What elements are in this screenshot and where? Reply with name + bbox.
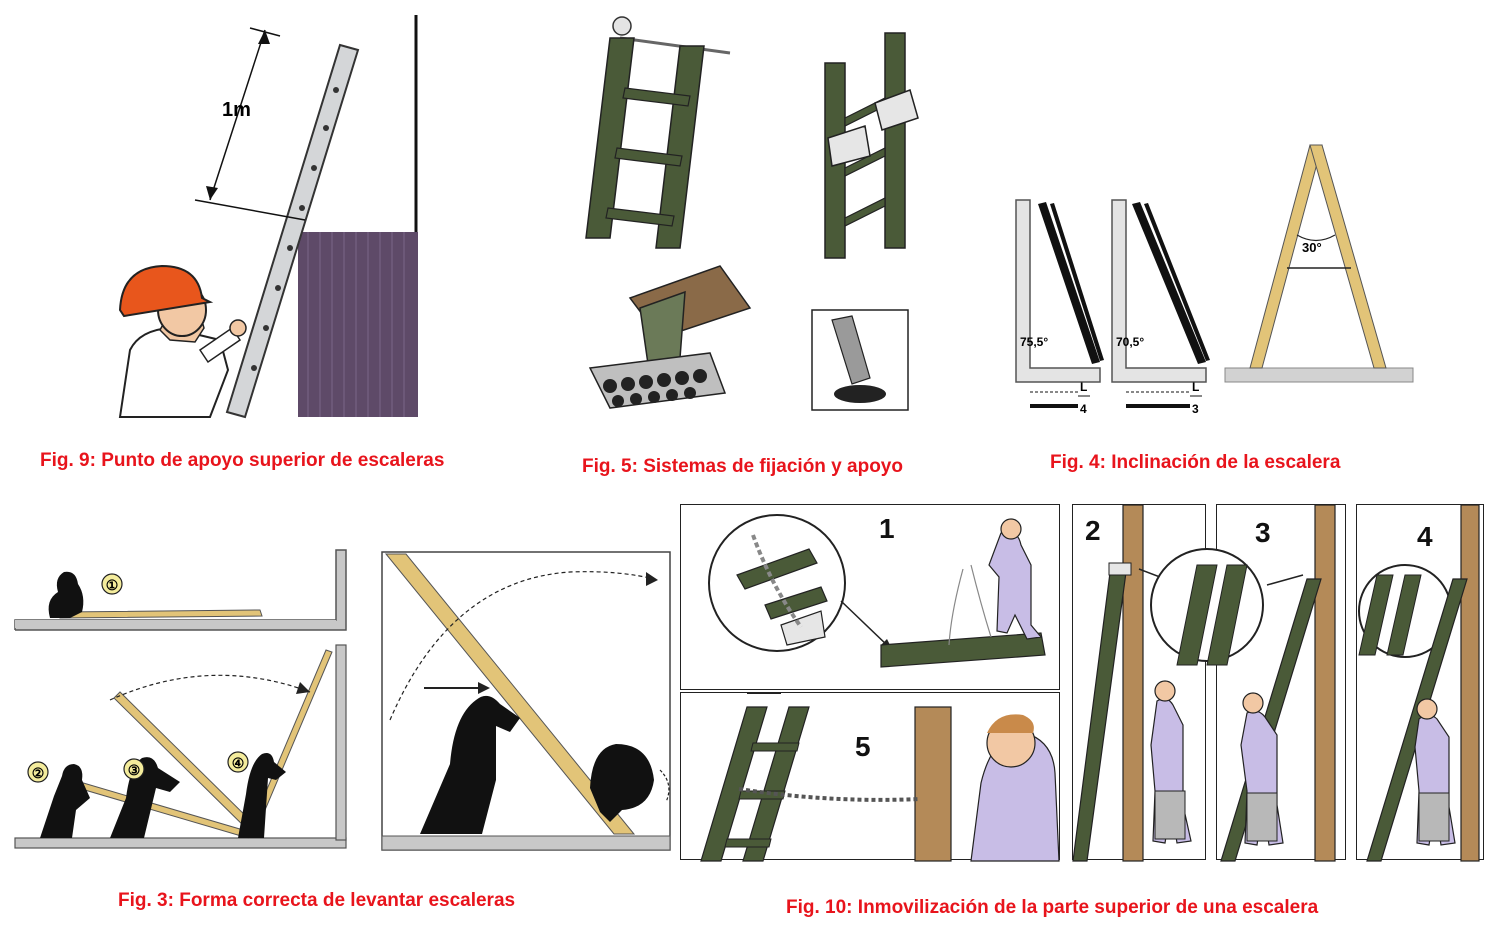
angle-c-label: 30° [1302,240,1322,255]
worker-step1 [48,571,84,618]
hook-ladder-left-rail [585,37,635,239]
badge-step2 [27,761,49,783]
ladder-step1 [59,609,263,619]
fig4-illustration: 75,5° L 4 70,5° L 3 30° [1000,140,1420,425]
dimension-label: 1m [222,99,251,121]
angle-a-label: 75,5° [1020,335,1048,349]
fig5-illustration [570,8,950,418]
aluminium-ladder [225,43,360,419]
ladder-b [1132,202,1206,364]
label-step1: ① [106,577,119,593]
worker-arm [198,326,242,364]
label-step3: ③ [128,762,141,778]
label-step4: ④ [232,755,245,771]
pole-3 [1314,504,1336,862]
step-number-1: 1 [879,513,895,544]
angle-b-label: 70,5° [1116,335,1144,349]
badge-step4 [227,751,249,773]
ratio-b-den: 3 [1192,402,1199,416]
ladder-2 [1072,564,1128,862]
fig10-panel-4: 4 [1356,504,1484,862]
worker-fig10-1 [988,530,1043,640]
worker-hand [229,319,247,337]
ladder-a [1038,202,1100,364]
fig10-panel-3: 3 [1150,504,1346,862]
ratio-b-num: L [1192,380,1199,394]
fig4-svg: 75,5° L 4 70,5° L 3 30° [1015,144,1414,416]
fig10-panel-2: 2 [1072,504,1206,862]
label-step2: ② [32,765,45,781]
wall-b [1111,199,1207,383]
fig9-svg: 1m [118,15,418,419]
fig5-svg [585,16,919,411]
ladder-big [384,553,636,835]
pole-4 [1460,504,1480,862]
hook-top [612,16,632,36]
hard-hat [118,264,214,318]
caption-fig9: Fig. 9: Punto de apoyo superior de escal… [40,450,445,471]
wall-a [1015,199,1101,383]
worker-step2 [40,764,90,838]
hook-ladder-right-rail [655,45,705,249]
dark-wall [298,232,418,417]
fig10-panel-5: 5 [680,692,1060,862]
hook-bar [619,36,731,55]
ext-clamp-bottom [827,125,871,167]
step-number-2: 2 [1085,515,1101,546]
rope-5 [738,787,920,802]
ratio-a-num: L [1080,380,1087,394]
swivel-foot-rail [831,315,871,385]
worker-step4 [238,753,286,838]
badge-step1 [101,573,123,595]
ladder-4 [1366,578,1468,862]
worker-big-foot [590,744,654,822]
wall-steps [335,644,347,841]
dimension-line [209,29,266,201]
arc-arrow-big [389,571,659,721]
a-frame-right [1309,144,1387,369]
a-frame-left [1249,144,1323,369]
fig10-panel-1: 1 [680,504,1060,690]
pole-2 [1122,504,1144,862]
pole-5 [914,706,952,862]
caption-fig5: Fig. 5: Sistemas de fijación y apoyo [582,456,903,477]
caption-fig4: Fig. 4: Inclinación de la escalera [1050,452,1341,473]
ext-clamp-top [874,89,919,131]
badge-step3 [123,758,145,780]
step-number-5: 5 [855,731,871,762]
fig9-illustration: 1m [100,10,430,420]
ground-c [1224,367,1414,383]
step-number-3: 3 [1255,517,1271,548]
ground-steps [14,837,347,849]
fig3-svg: ① ② ③ ④ [14,549,671,851]
worker-step3 [110,757,180,838]
arc-arrow-small [109,674,311,701]
ladder-rail-5a [700,706,768,862]
worker-big-pushing [420,695,520,834]
ladder-step2 [77,781,251,839]
caption-fig3: Fig. 3: Forma correcta de levantar escal… [118,890,516,911]
ext-ladder-right-rail [884,32,906,249]
fig3-illustration: ① ② ③ ④ [10,540,675,860]
ladder-on-ground [880,632,1046,668]
ratio-a-den: 4 [1080,402,1087,416]
swivel-foot-pad [834,385,886,403]
caption-fig10: Fig. 10: Inmovilización de la parte supe… [786,897,1319,918]
step-number-4: 4 [1417,521,1433,552]
